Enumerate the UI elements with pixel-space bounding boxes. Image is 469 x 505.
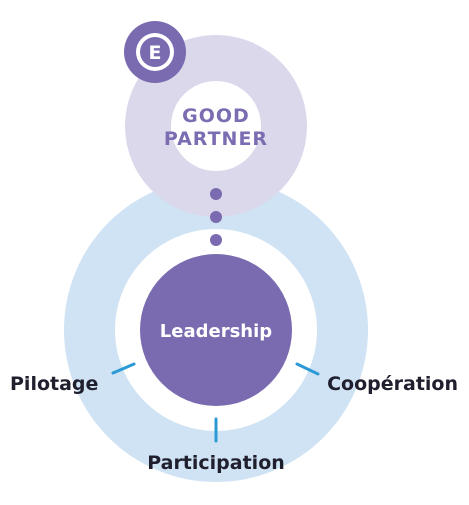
pilotage-label: Pilotage <box>10 373 98 395</box>
badge-core <box>140 37 170 67</box>
connector-dot <box>210 234 222 246</box>
good-label: GOOD <box>182 105 250 127</box>
partner-label: PARTNER <box>164 128 268 150</box>
top-inner-white <box>171 81 261 171</box>
connector-dot <box>210 211 222 223</box>
tick-left <box>111 362 136 375</box>
badge-letter: E <box>149 42 162 64</box>
leadership-circle <box>140 254 292 406</box>
cooperation-label: Coopération <box>327 373 458 395</box>
leadership-label: Leadership <box>160 321 272 342</box>
participation-label: Participation <box>147 452 285 474</box>
tick-right <box>295 362 320 376</box>
connector-dot <box>210 188 222 200</box>
